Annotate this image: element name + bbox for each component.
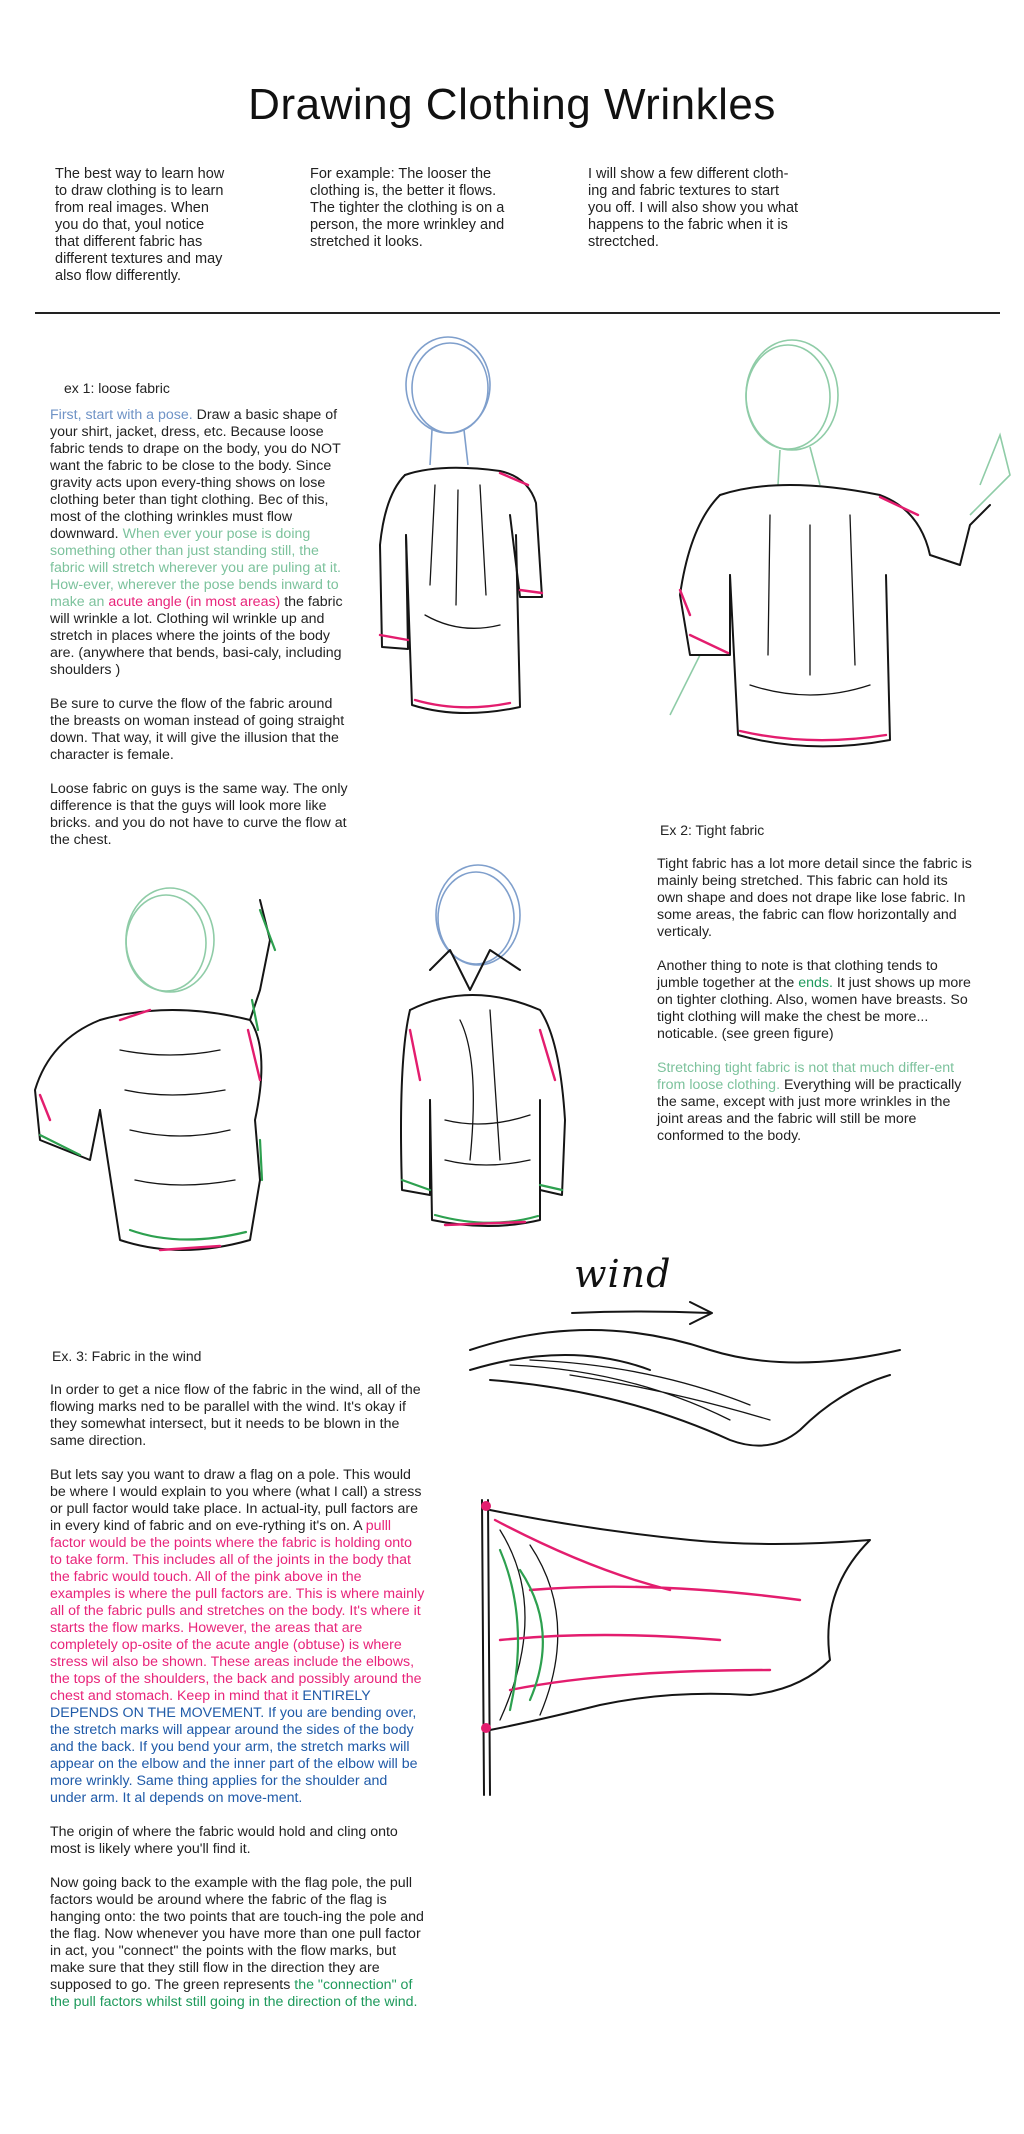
ex1-paragraph-2: Be sure to curve the flow of the fabric …: [50, 696, 345, 763]
ex1-paragraph-1: First, start with a pose. Draw a basic s…: [50, 407, 343, 678]
sketch-fabric-in-wind: [469, 1329, 901, 1447]
wind-label: wind: [574, 1252, 672, 1296]
ex3-paragraph-4: Now going back to the example with the f…: [50, 1875, 424, 2010]
ex3-text: In order to get a nice flow of the fabri…: [50, 1382, 425, 2028]
intro-column-3: I will show a few different cloth- ing a…: [588, 166, 799, 250]
sketch-tight-shirt-raised-arm: [34, 887, 277, 1252]
ex2-paragraph-1: Tight fabric has a lot more detail since…: [657, 856, 972, 940]
intro-column-1: The best way to learn how to draw clothi…: [55, 166, 225, 284]
ex2-paragraph-2: Another thing to note is that clothing t…: [657, 958, 971, 1042]
intro-column-2: For example: The looser the clothing is,…: [310, 166, 505, 250]
sketch-tight-jacket: [400, 864, 566, 1227]
ex3-paragraph-3: The origin of where the fabric would hol…: [50, 1824, 398, 1857]
ex1-paragraph-3: Loose fabric on guys is the same way. Th…: [50, 781, 348, 848]
wind-arrow: [571, 1301, 713, 1325]
section-divider: [35, 312, 1000, 314]
page-title: Drawing Clothing Wrinkles: [248, 80, 776, 129]
sketch-loose-shirt-front: [378, 336, 544, 715]
ex3-heading: Ex. 3: Fabric in the wind: [52, 1348, 202, 1364]
ex1-heading: ex 1: loose fabric: [64, 380, 170, 396]
sketch-flag-on-pole: [481, 1499, 871, 1796]
sketch-loose-shirt-back: [669, 339, 1011, 748]
ex1-text: First, start with a pose. Draw a basic s…: [50, 407, 350, 866]
ex2-heading: Ex 2: Tight fabric: [660, 822, 765, 838]
ex3-paragraph-1: In order to get a nice flow of the fabri…: [50, 1382, 421, 1449]
ex2-text: Tight fabric has a lot more detail since…: [657, 856, 975, 1162]
ex2-paragraph-3: Stretching tight fabric is not that much…: [657, 1060, 962, 1144]
ex3-paragraph-2: But lets say you want to draw a flag on …: [50, 1467, 425, 1806]
